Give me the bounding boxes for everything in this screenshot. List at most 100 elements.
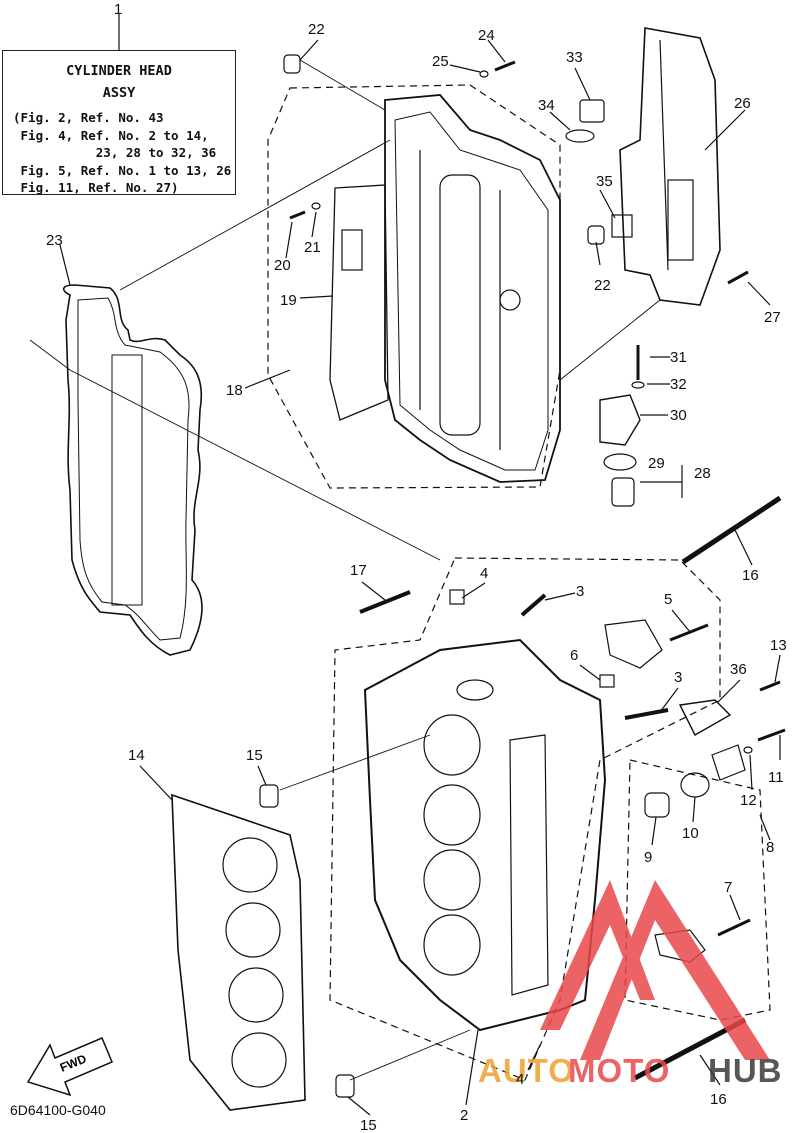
leader-line <box>749 754 753 791</box>
pin-3 <box>520 593 547 617</box>
fwd-arrow-icon: FWD <box>26 1037 113 1097</box>
callout-label: 3 <box>674 669 682 686</box>
leader-line <box>361 581 386 601</box>
stud-bolt-16 <box>681 495 782 565</box>
callout-label: 36 <box>730 661 747 678</box>
ref-line: Fig. 4, Ref. No. 2 to 14, <box>13 127 209 143</box>
leader-line <box>139 765 173 801</box>
leader-line <box>579 664 601 681</box>
callout-label: 13 <box>770 637 787 654</box>
leader-line <box>747 281 771 306</box>
callout-label: 14 <box>128 747 145 764</box>
gasket-bore <box>222 837 278 893</box>
callout-label: 24 <box>478 27 495 44</box>
leader-line <box>461 582 486 599</box>
callout-label: 4 <box>516 1071 524 1088</box>
part-35 <box>611 214 633 238</box>
washer-25 <box>479 70 489 78</box>
combustion-chamber <box>423 914 481 976</box>
dashed-outline-cover <box>267 84 561 489</box>
diagram-code: 6D64100-G040 <box>10 1102 106 1118</box>
leader-line <box>759 814 771 841</box>
ref-line: (Fig. 2, Ref. No. 43 <box>13 110 164 125</box>
bolt-20 <box>289 210 306 220</box>
callout-label: 16 <box>710 1091 727 1108</box>
bracket-edge <box>659 39 669 271</box>
leader-line <box>559 299 661 381</box>
callout-label: 10 <box>682 825 699 842</box>
dashed-outline-head <box>329 557 721 1081</box>
o-ring <box>565 129 595 143</box>
callout-label: 16 <box>742 567 759 584</box>
leader-line <box>299 59 386 111</box>
combustion-chamber <box>423 849 481 911</box>
fwd-arrow-shape <box>26 1037 113 1097</box>
ref-line: Fig. 11, Ref. No. 27) <box>13 180 179 195</box>
pin-6 <box>599 674 615 688</box>
seal-10 <box>680 772 710 798</box>
bolt-17 <box>359 590 411 614</box>
callout-label: 2 <box>460 1107 468 1124</box>
callout-label: 15 <box>246 747 263 764</box>
gasket-inner-line <box>77 297 190 641</box>
bracket-leader <box>640 465 683 498</box>
callout-label: 6 <box>570 647 578 664</box>
dowel-pin-15 <box>259 784 279 808</box>
leader-line <box>659 687 679 713</box>
watermark-text-1: AUTO <box>478 1052 575 1089</box>
callout-label: 32 <box>670 376 687 393</box>
callout-label: 8 <box>766 839 774 856</box>
callout-label: 34 <box>538 97 555 114</box>
leader-line <box>729 894 741 921</box>
leader-line <box>774 654 781 683</box>
callout-label: 22 <box>594 277 611 294</box>
leader-line <box>349 1029 471 1081</box>
leader-line <box>692 796 696 823</box>
cam-cover-inner <box>394 111 549 471</box>
ref-line: 23, 28 to 32, 36 <box>13 145 217 160</box>
dowel-pin-15 <box>335 1074 355 1098</box>
leader-line <box>119 139 391 291</box>
part-29 <box>603 453 637 471</box>
leader-line <box>734 529 753 566</box>
cam-cover-rib <box>439 174 481 436</box>
gasket-bore <box>228 967 284 1023</box>
callout-label: 18 <box>226 382 243 399</box>
callout-label: 25 <box>432 53 449 70</box>
leader-line <box>574 67 591 101</box>
watermark-text-2: MOTO <box>568 1052 670 1089</box>
bracket-26 <box>619 27 721 306</box>
leader-line <box>671 609 691 633</box>
title-box: CYLINDER HEAD ASSY (Fig. 2, Ref. No. 43 … <box>2 50 236 195</box>
leader-line <box>599 189 616 219</box>
callout-label: 29 <box>648 455 665 472</box>
plug-4 <box>449 589 465 605</box>
callout-label: 35 <box>596 173 613 190</box>
leader-line <box>347 1096 371 1116</box>
callout-label: 19 <box>280 292 297 309</box>
bolt-24 <box>494 60 516 72</box>
leader-line <box>544 592 576 601</box>
combustion-chamber <box>423 784 481 846</box>
callout-label: 30 <box>670 407 687 424</box>
bolt-27 <box>727 270 749 285</box>
combustion-chamber <box>423 714 481 776</box>
leader-line <box>244 369 291 389</box>
part-28 <box>611 477 635 507</box>
callout-label: 22 <box>308 21 325 38</box>
bolt-5 <box>669 623 709 642</box>
part-11-body <box>711 744 746 781</box>
callout-label: 27 <box>764 309 781 326</box>
watermark-triangle-left <box>540 880 655 1030</box>
title-box-subtitle: ASSY <box>102 85 136 101</box>
leader-line <box>59 244 71 286</box>
title-box-refs: (Fig. 2, Ref. No. 43 Fig. 4, Ref. No. 2 … <box>13 109 235 197</box>
callout-label: 1 <box>114 1 122 18</box>
callout-label: 12 <box>740 792 757 809</box>
callout-label: 33 <box>566 49 583 66</box>
gasket-bore <box>231 1032 287 1088</box>
pin-3 <box>624 708 669 720</box>
callout-layer: 1 22 24 25 33 34 26 35 22 21 20 19 23 18… <box>46 1 787 1133</box>
leader-line <box>311 211 317 238</box>
callout-label: 5 <box>664 591 672 608</box>
